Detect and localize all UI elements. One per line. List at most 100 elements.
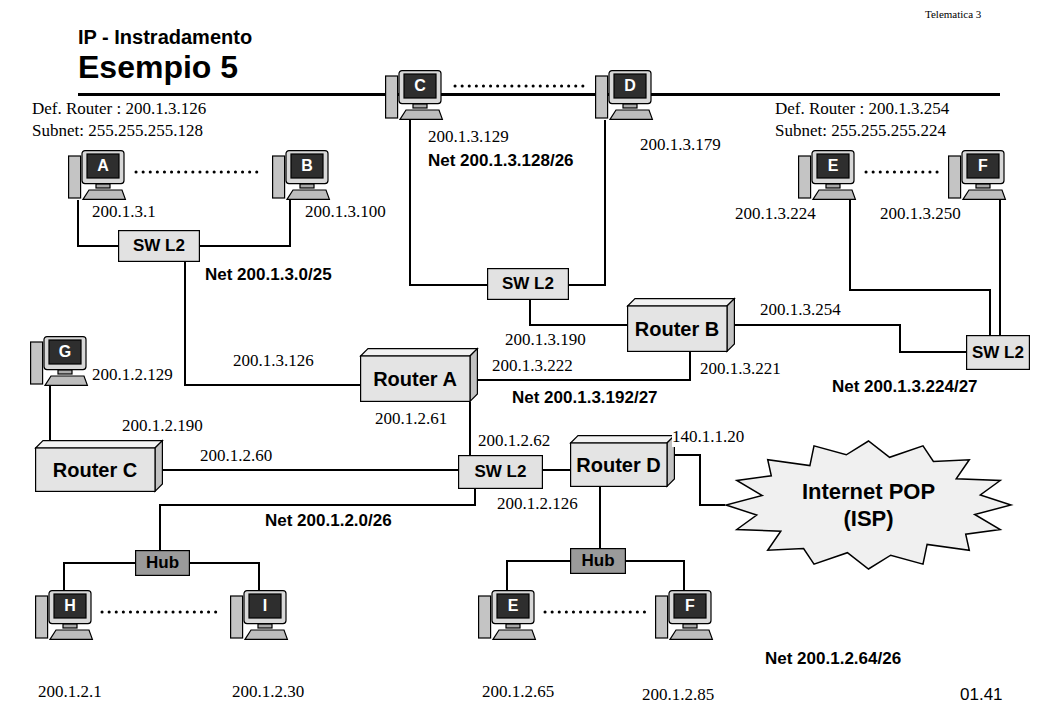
- address-label: 200.1.2.1: [38, 683, 102, 702]
- keyboard: [287, 190, 329, 199]
- address-label: 200.1.2.61: [375, 410, 447, 429]
- network-link: [163, 469, 458, 471]
- router-box: Router A: [360, 348, 478, 402]
- network-label: Net 200.1.3.128/26: [428, 152, 574, 171]
- tower: [69, 156, 81, 198]
- monitor: [812, 151, 854, 184]
- address-label: 200.1.3.224: [735, 205, 816, 224]
- router-top: [361, 349, 478, 356]
- hub-face: [136, 551, 190, 576]
- address-label: 140.1.1.20: [672, 428, 744, 447]
- tower: [596, 76, 608, 118]
- computer-icon: C: [385, 70, 443, 120]
- screen: [497, 594, 529, 618]
- monitor: [669, 591, 711, 624]
- network-label: Net 200.1.3.224/27: [832, 378, 978, 397]
- screen: [291, 154, 323, 178]
- address-label: 200.1.2.85: [642, 686, 714, 705]
- monitor: [44, 337, 86, 370]
- address-label: 200.1.2.60: [200, 447, 272, 466]
- keyboard: [493, 630, 535, 639]
- address-label: Def. Router : 200.1.3.126: [32, 100, 206, 119]
- screen: [404, 74, 436, 98]
- node-label: Router C: [53, 459, 137, 482]
- host-letter: E: [497, 594, 529, 618]
- host-ellipsis: [545, 611, 647, 614]
- network-link: [478, 352, 690, 380]
- computer-icon-shape: [35, 590, 93, 640]
- router-side: [155, 441, 162, 492]
- stand: [683, 624, 697, 628]
- address-label: 200.1.3.222: [492, 357, 573, 376]
- cloud-outline: [726, 441, 1011, 569]
- stand: [826, 184, 840, 188]
- address-label: 200.1.3.179: [640, 136, 721, 155]
- node-label: Hub: [146, 553, 179, 573]
- isp-cloud-shape: [725, 440, 1012, 570]
- router-box: Router B: [627, 298, 735, 352]
- stand: [258, 624, 272, 628]
- screen: [967, 154, 999, 178]
- computer-icon-shape: [595, 70, 653, 120]
- network-link: [64, 563, 135, 590]
- slide-title: Esempio 5: [78, 50, 238, 85]
- tower: [231, 596, 243, 638]
- network-link: [569, 120, 605, 285]
- router-side: [727, 299, 734, 352]
- switch-face: [459, 456, 543, 489]
- screen: [54, 594, 86, 618]
- switch-box: SW L2: [458, 455, 543, 489]
- computer-icon: F: [948, 150, 1006, 200]
- keyboard: [83, 190, 125, 199]
- network-link: [469, 402, 471, 455]
- screen: [49, 340, 81, 364]
- screen: [817, 154, 849, 178]
- host-letter: E: [817, 154, 849, 178]
- network-link: [675, 455, 725, 505]
- hub-box: Hub: [135, 550, 190, 576]
- monitor: [82, 151, 124, 184]
- switch-box: SW L2: [966, 335, 1030, 370]
- host-letter: G: [49, 340, 81, 364]
- stand: [63, 624, 77, 628]
- stand: [623, 104, 637, 108]
- stand: [96, 184, 110, 188]
- tower: [656, 596, 668, 638]
- network-label: Net 200.1.2.0/26: [265, 512, 392, 531]
- host-letter: A: [87, 154, 119, 178]
- router-top: [571, 436, 675, 443]
- host-letter: H: [54, 594, 86, 618]
- tower: [479, 596, 491, 638]
- computer-icon-shape: [798, 150, 856, 200]
- monitor: [244, 591, 286, 624]
- computer-icon: A: [68, 150, 126, 200]
- monitor: [49, 591, 91, 624]
- node-label: SW L2: [972, 343, 1024, 363]
- router-front: [628, 306, 727, 351]
- hub-face: [571, 549, 626, 574]
- network-label: Net 200.1.3.192/27: [512, 389, 658, 408]
- screen: [87, 154, 119, 178]
- host-ellipsis: [102, 611, 222, 614]
- keyboard: [813, 190, 855, 199]
- keyboard: [670, 630, 712, 639]
- host-letter: D: [614, 74, 646, 98]
- keyboard: [610, 110, 652, 119]
- node-label: Router D: [576, 454, 660, 477]
- tower: [799, 156, 811, 198]
- network-label: Net 200.1.3.0/25: [205, 266, 332, 285]
- node-label: SW L2: [502, 274, 554, 294]
- page-label: Telematica 3: [925, 8, 981, 20]
- keyboard: [50, 630, 92, 639]
- router-side: [470, 349, 477, 402]
- address-label: 200.1.3.221: [700, 360, 781, 379]
- node-label: Router A: [373, 368, 457, 391]
- tower: [31, 342, 43, 384]
- title-rule: [78, 93, 1000, 96]
- switch-box: SW L2: [118, 230, 200, 262]
- computer-icon-shape: [478, 590, 536, 640]
- address-label: 200.1.2.62: [478, 432, 550, 451]
- tower: [949, 156, 961, 198]
- network-link: [735, 325, 966, 352]
- host-ellipsis: [455, 85, 585, 88]
